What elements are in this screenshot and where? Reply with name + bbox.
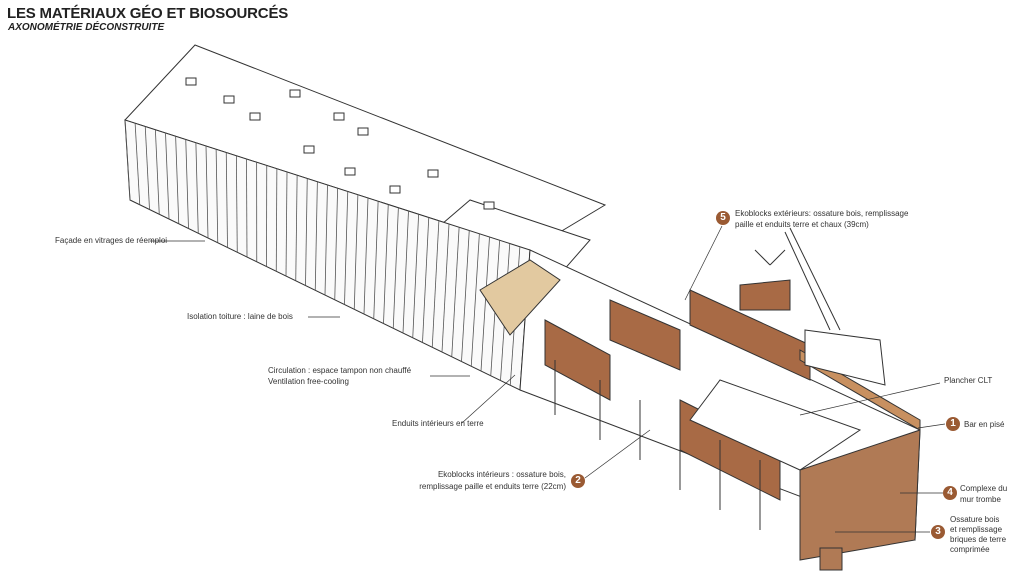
label-ventilation: Ventilation free-cooling xyxy=(268,377,349,386)
facade-mullion xyxy=(441,223,450,353)
trombe-wall xyxy=(799,429,921,561)
facade-mullion xyxy=(246,158,248,258)
facade-mullion xyxy=(225,152,228,248)
facade-mullion xyxy=(165,132,170,220)
crane xyxy=(739,227,886,386)
facade-mullion xyxy=(363,197,369,315)
wood-wall-2 xyxy=(609,299,681,371)
facade-mullion xyxy=(422,217,430,343)
facade-mullion xyxy=(215,149,219,243)
facade-mullion xyxy=(185,139,189,229)
label-circulation: Circulation : espace tampon non chauffé xyxy=(268,366,412,375)
badge-2: 2 xyxy=(571,474,585,488)
label-plancher: Plancher CLT xyxy=(944,376,993,385)
facade-mullion xyxy=(134,123,141,205)
label-facade: Façade en vitrages de réemploi xyxy=(55,236,168,245)
facade-mullion xyxy=(285,171,288,277)
label-3-line1: Ossature bois xyxy=(950,515,1000,524)
label-3-line3: briques de terre xyxy=(950,535,1007,544)
leader-lines xyxy=(150,225,946,533)
insulation-panels xyxy=(479,259,561,336)
facade-mullion xyxy=(461,230,470,362)
label-2-line2: remplissage paille et enduits terre (22c… xyxy=(419,482,566,491)
facade-mullion xyxy=(324,184,328,296)
facade-mullion xyxy=(295,175,298,281)
badge-5: 5 xyxy=(716,211,730,225)
brick-pallet xyxy=(819,547,843,571)
facade-mullion xyxy=(195,142,199,234)
label-isolation: Isolation toiture : laine de bois xyxy=(187,312,293,321)
label-enduits: Enduits intérieurs en terre xyxy=(392,419,484,428)
facade-mullion xyxy=(431,220,440,348)
label-1: Bar en pisé xyxy=(964,420,1005,429)
skylights xyxy=(185,77,495,210)
label-5-line2: paille et enduits terre et chaux (39cm) xyxy=(735,220,869,229)
label-4-line1: Complexe du xyxy=(960,484,1008,493)
pillars xyxy=(554,360,761,530)
facade-mullion xyxy=(480,236,490,372)
badge-1: 1 xyxy=(946,417,960,431)
label-3-line4: comprimée xyxy=(950,545,990,554)
facade-mullion xyxy=(373,201,379,319)
facade-mullion xyxy=(344,191,349,305)
facade-mullion xyxy=(175,136,180,224)
label-5-line1: Ekoblocks extérieurs: ossature bois, rem… xyxy=(735,209,909,218)
facade-mullion xyxy=(124,119,131,201)
facade-mullion xyxy=(392,207,399,329)
facade-mullion xyxy=(275,168,278,272)
facade-mullion xyxy=(154,129,160,215)
label-4-line2: mur trombe xyxy=(960,495,1001,504)
wood-wall-1 xyxy=(544,319,611,401)
facade-mullion xyxy=(314,181,318,291)
facade-mullion xyxy=(402,210,409,334)
badge-3: 3 xyxy=(931,525,945,539)
facade-mullion xyxy=(470,233,480,367)
facade-mullion xyxy=(383,204,389,324)
facade-mullion xyxy=(412,214,420,338)
facade-mullion xyxy=(235,155,238,253)
wood-wall-3 xyxy=(689,289,811,381)
facade-mullion xyxy=(144,126,150,210)
label-3-line2: et remplissage xyxy=(950,525,1003,534)
facade-mullion xyxy=(205,145,209,239)
facade-mullion xyxy=(305,178,308,286)
badge-4: 4 xyxy=(943,486,957,500)
facade-mullion xyxy=(334,188,339,300)
page-subtitle: AXONOMÉTRIE DÉCONSTRUITE xyxy=(8,22,165,33)
facade-mullion xyxy=(353,194,359,310)
page-title: LES MATÉRIAUX GÉO ET BIOSOURCÉS xyxy=(7,5,289,22)
label-2-line1: Ekoblocks intérieurs : ossature bois, xyxy=(437,470,566,479)
facade-mullion xyxy=(451,227,460,357)
